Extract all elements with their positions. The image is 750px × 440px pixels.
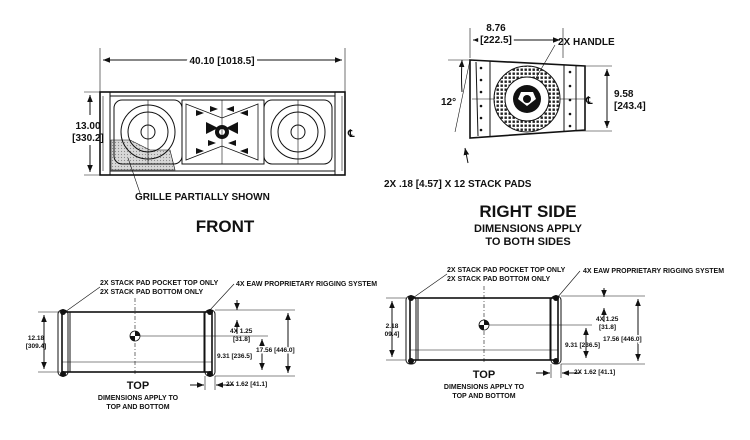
top-right-pocket-2: 2X STACK PAD BOTTOM ONLY [447, 276, 551, 283]
top-right-pocket-1: 2X STACK PAD POCKET TOP ONLY [447, 267, 566, 274]
top-left-rigging: 4X EAW PROPRIETARY RIGGING SYSTEM [236, 281, 377, 288]
top-right-rigging: 4X EAW PROPRIETARY RIGGING SYSTEM [583, 268, 724, 275]
stack-pads-label: 2X .18 [4.57] X 12 STACK PADS [384, 179, 532, 190]
top-left-note-2: TOP AND BOTTOM [106, 404, 169, 411]
side-top-dimension-mm: [222.5] [480, 35, 512, 46]
side-angle: 12° [441, 97, 456, 108]
handle-label: 2X HANDLE [558, 37, 615, 48]
top-right-title: TOP [473, 369, 495, 381]
top-left-depth-in: 12.18 [28, 335, 45, 342]
front-width-dimension-bg: 40.10 [1018.5] [189, 56, 254, 67]
grille-label: GRILLE PARTIALLY SHOWN [135, 192, 270, 203]
front-width-dimension: 40.10 [1018.5] [189, 56, 254, 67]
top-right-depth-mm: 09.4] [385, 331, 400, 338]
top-left-pocket-1: 2X STACK PAD POCKET TOP ONLY [100, 280, 219, 287]
top-left-title: TOP [127, 380, 149, 392]
front-height-dimension-mm: [330.2] [72, 133, 104, 144]
top-right-dim-1756: 17.56 [446.0] [603, 336, 642, 343]
front-title: FRONT [196, 217, 255, 236]
side-centerline-symbol: ℄ [585, 96, 593, 107]
svg-text:17.56 [446.0]: 17.56 [446.0] [603, 336, 642, 343]
front-centerline-symbol: ℄ [347, 129, 355, 140]
top-right-dim-125-in: 4X 1.25 [596, 316, 619, 323]
top-right-dim-931: 9.31 [236.5] [565, 342, 600, 349]
side-height-dimension-in: 9.58 [614, 89, 634, 100]
right-side-title: RIGHT SIDE [479, 202, 576, 221]
top-left-dim-931: 9.31 [236.5] [217, 353, 252, 360]
svg-text:[222.5]: [222.5] [480, 35, 512, 46]
top-left-pocket-2: 2X STACK PAD BOTTOM ONLY [100, 289, 204, 296]
top-right-dim-162: 2X 1.62 [41.1] [574, 369, 615, 376]
svg-text:17.56 [446.0]: 17.56 [446.0] [256, 347, 295, 354]
top-left-dim-1756: 17.56 [446.0] [256, 347, 295, 354]
right-side-view: 8.76 [222.5] [222.5] 2X HANDLE 9.58 [ [384, 23, 646, 248]
top-left-dim-125-mm: [31.8] [233, 336, 250, 343]
top-right-depth-in: 2.18 [386, 323, 399, 330]
top-left-cabinet [61, 311, 213, 373]
front-view: 40.10 [1018.5] 40.10 [1018.5] 13.00 [330… [72, 48, 355, 236]
top-right-dim-125-mm: [31.8] [599, 324, 616, 331]
front-height-dimension-in: 13.00 [75, 121, 100, 132]
right-side-subtitle-1: DIMENSIONS APPLY [474, 223, 583, 235]
top-right-note-1: DIMENSIONS APPLY TO [444, 384, 525, 391]
side-cabinet-outline [469, 59, 586, 139]
top-view-left: 2X STACK PAD POCKET TOP ONLY 2X STACK PA… [26, 280, 378, 411]
side-top-dimension-in: 8.76 [486, 23, 506, 34]
side-height-dimension-mm: [243.4] [614, 101, 646, 112]
top-right-note-2: TOP AND BOTTOM [452, 393, 515, 400]
top-view-right: 2X STACK PAD POCKET TOP ONLY 2X STACK PA… [385, 267, 725, 400]
right-side-subtitle-2: TO BOTH SIDES [485, 236, 570, 248]
top-left-note-1: DIMENSIONS APPLY TO [98, 395, 179, 402]
top-left-depth-mm: [309.4] [26, 343, 47, 350]
side-rivets [479, 66, 572, 132]
top-left-dim-125-in: 4X 1.25 [230, 328, 253, 335]
grille-hatch [110, 139, 176, 171]
top-left-dim-162: 2X 1.62 [41.1] [226, 381, 267, 388]
